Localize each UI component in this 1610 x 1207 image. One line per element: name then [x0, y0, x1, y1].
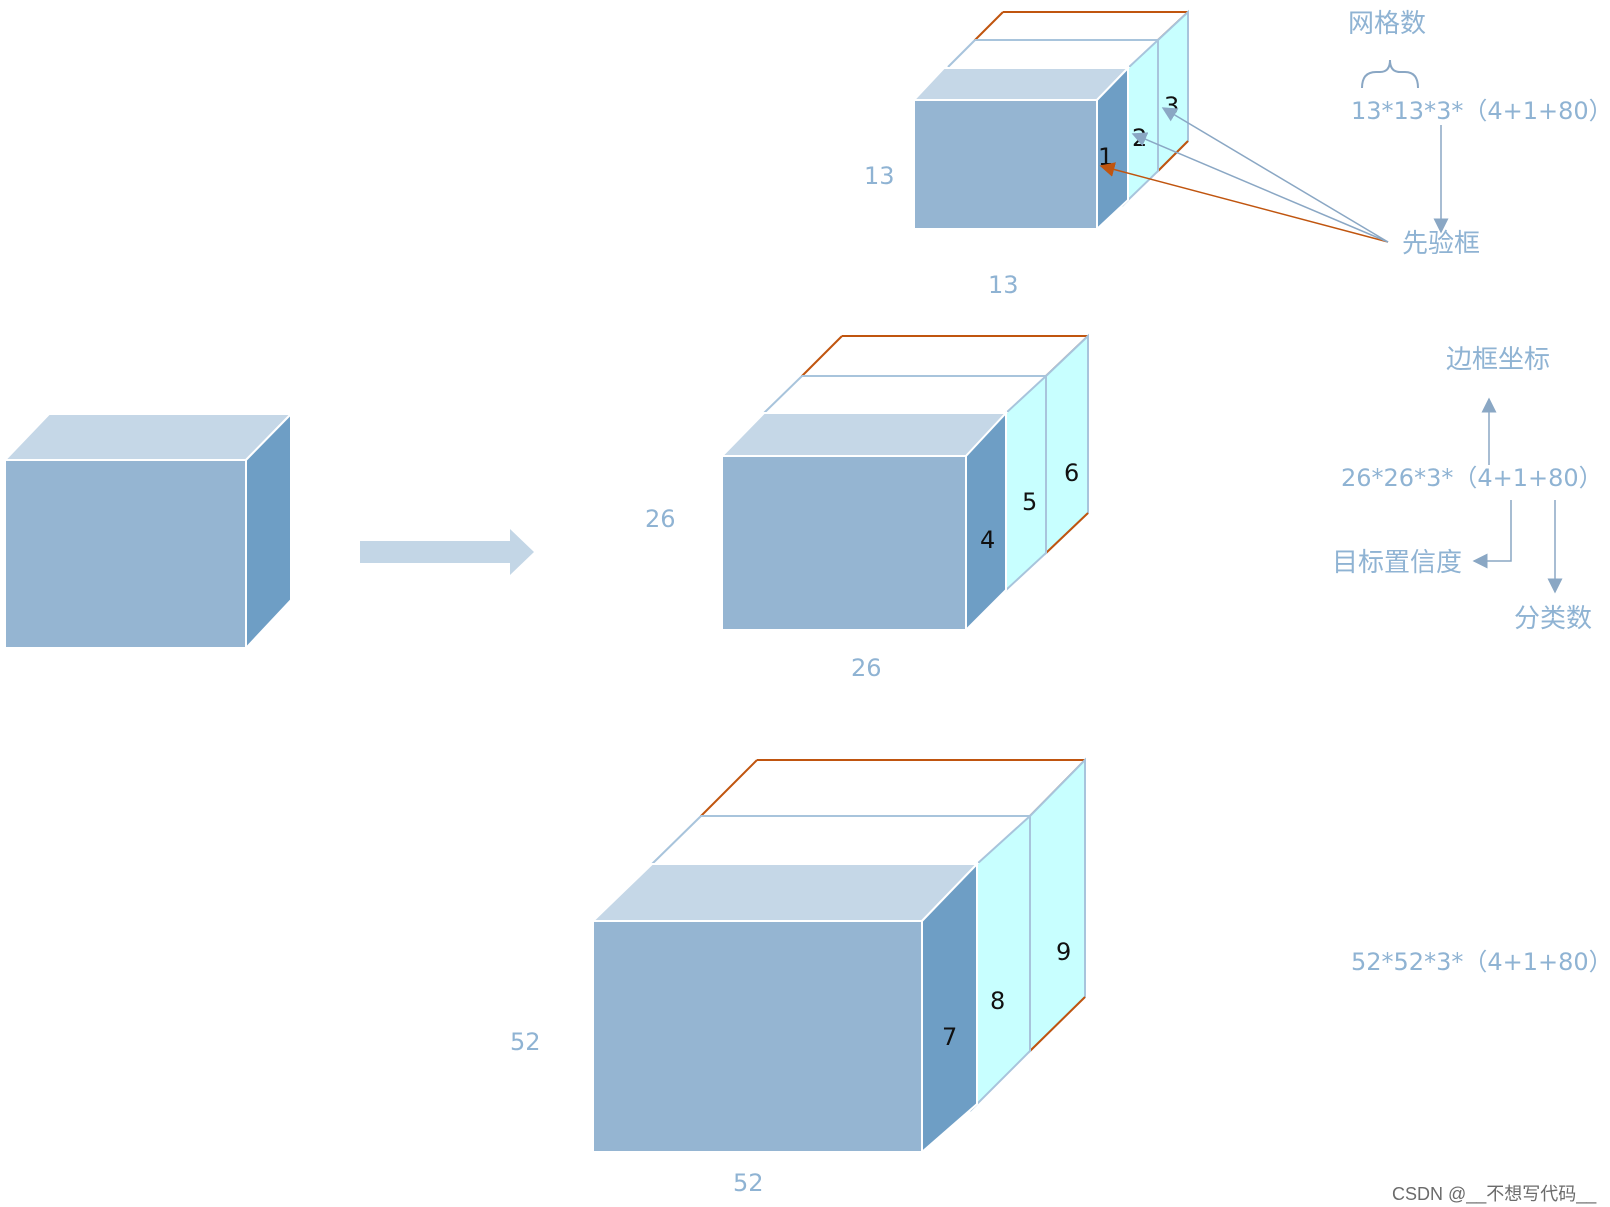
cube52-top [590, 863, 980, 922]
objectness-label: 目标置信度 [1332, 548, 1462, 578]
cube13-height-label: 13 [864, 162, 895, 190]
transform-arrow [360, 529, 534, 575]
input-cube-front [4, 459, 247, 649]
anchor-label-7: 7 [942, 1023, 957, 1051]
bbox-coords-label: 边框坐标 [1446, 345, 1550, 375]
scale-13-cube: 1 2 3 13 13 [864, 9, 1189, 299]
grid-count-brace [1361, 59, 1419, 89]
anchor-slab-9 [1029, 757, 1086, 1054]
cube13-top [911, 67, 1131, 101]
cube26-top [719, 412, 1009, 457]
input-cube-top [2, 413, 294, 461]
cube13-width-label: 13 [988, 271, 1019, 299]
anchor-label-4: 4 [980, 526, 995, 554]
cube52-front [592, 920, 923, 1153]
prior-box-pointers [1099, 107, 1389, 243]
input-feature-cube [2, 411, 294, 651]
cube13-front [913, 99, 1098, 230]
anchor-slab-5 [1005, 373, 1047, 593]
anchor-label-2: 2 [1132, 124, 1147, 152]
cube26-height-label: 26 [645, 505, 676, 533]
scale-52-cube: 7 8 9 52 52 [510, 757, 1086, 1197]
anchor-slab-6 [1045, 333, 1089, 556]
anchor-label-5: 5 [1022, 488, 1037, 516]
formula-13: 13*13*3*（4+1+80） [1351, 97, 1610, 125]
watermark: CSDN @__不想写代码__ [1392, 1184, 1597, 1205]
grid-count-label: 网格数 [1348, 9, 1426, 39]
anchor-slab-2 [1127, 37, 1159, 203]
formula-26: 26*26*3*（4+1+80） [1341, 464, 1603, 492]
objectness-arrow [1472, 500, 1512, 569]
num-classes-label: 分类数 [1514, 604, 1592, 634]
anchor-label-8: 8 [990, 987, 1005, 1015]
anchor-label-9: 9 [1056, 938, 1071, 966]
cube26-width-label: 26 [851, 654, 882, 682]
scale-26-cube: 4 5 6 26 26 [645, 333, 1089, 682]
cube52-width-label: 52 [733, 1169, 764, 1197]
anchor-slab-8 [976, 813, 1031, 1107]
anchor-label-6: 6 [1064, 459, 1079, 487]
cube52-height-label: 52 [510, 1028, 541, 1056]
cube26-front [721, 455, 967, 631]
formula-52: 52*52*3*（4+1+80） [1351, 948, 1610, 976]
prior-box-label: 先验框 [1402, 229, 1480, 259]
